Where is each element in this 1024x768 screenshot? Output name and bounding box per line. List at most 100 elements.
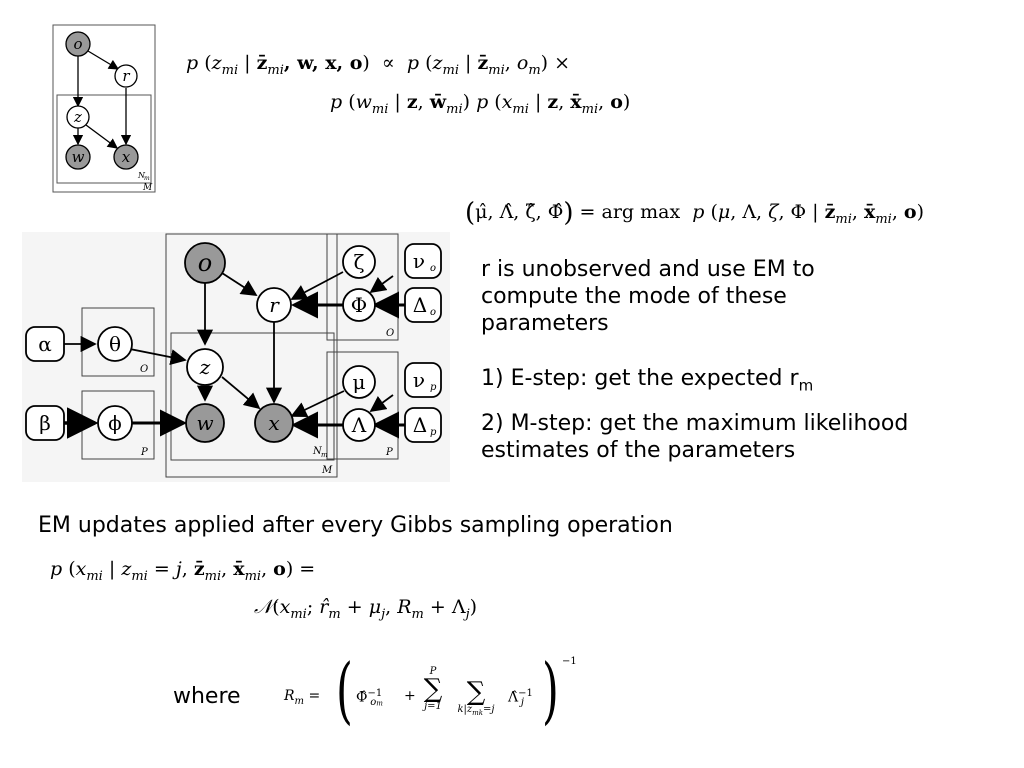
times-sign: × bbox=[554, 52, 571, 74]
node-mu-label: μ bbox=[353, 370, 366, 394]
node-alpha-label: α bbox=[38, 332, 52, 356]
node-nu-p-label: ν bbox=[413, 368, 425, 392]
node-w bbox=[65, 144, 91, 170]
m-step-line1: 2) M-step: get the maximum likelihood bbox=[481, 411, 909, 436]
node-Delta-o-sub: o bbox=[430, 307, 436, 318]
node-theta-label: θ bbox=[109, 332, 121, 356]
where-label: where bbox=[173, 684, 241, 709]
node-nu-o-label: ν bbox=[413, 249, 425, 273]
node-x-big bbox=[254, 403, 294, 443]
normal-symbol: 𝒩 bbox=[254, 596, 273, 618]
node-r-big-label: r bbox=[269, 293, 280, 317]
e-step-text: 1) E-step: get the expected r bbox=[481, 366, 799, 391]
node-z bbox=[66, 105, 90, 129]
outer-inverse: −1 bbox=[562, 656, 577, 667]
phi-term: Φ̂−1om bbox=[356, 688, 383, 709]
node-Delta-p-sub: p bbox=[430, 427, 437, 438]
node-Phi-label: Φ bbox=[351, 293, 367, 317]
e-step-line: 1) E-step: get the expected rm bbox=[481, 365, 813, 399]
outer-plate bbox=[52, 24, 156, 193]
plate-P-right-label: P bbox=[385, 447, 393, 458]
right-paren-big: ) bbox=[542, 648, 559, 732]
node-z-big bbox=[186, 348, 224, 386]
node-Delta-p-label: Δ bbox=[413, 413, 427, 437]
node-Delta-o bbox=[404, 287, 442, 323]
unobserved-paragraph: r is unobserved and use EM to compute th… bbox=[481, 256, 815, 337]
node-w-big-label: w bbox=[196, 411, 213, 435]
node-nu-p-sub: p bbox=[430, 382, 437, 393]
node-Lambda-label: Λ bbox=[351, 413, 367, 437]
node-nu-o bbox=[404, 243, 442, 279]
plate-P-left-label: P bbox=[140, 447, 148, 458]
node-nu-o-sub: o bbox=[430, 263, 436, 274]
Rm-eq: = bbox=[308, 688, 321, 704]
node-Lambda bbox=[342, 408, 376, 442]
node-x bbox=[113, 144, 139, 170]
node-alpha bbox=[25, 326, 65, 362]
para1-line1: r is unobserved and use EM to bbox=[481, 257, 815, 282]
sum-2: ∑ k|zmk=j bbox=[457, 677, 495, 717]
plate-m-label: M bbox=[142, 183, 153, 193]
plate-O-right bbox=[326, 233, 399, 341]
node-o-big-label: o bbox=[198, 249, 212, 277]
node-zeta-label: ζ bbox=[354, 250, 365, 274]
plate-P-right bbox=[326, 351, 399, 460]
node-z-big-label: z bbox=[199, 355, 211, 379]
plate-M-label: M bbox=[321, 465, 333, 476]
para1-line2: compute the mode of these bbox=[481, 284, 787, 309]
node-w-big bbox=[185, 403, 225, 443]
plate-N-sub: m bbox=[321, 451, 328, 459]
node-Phi bbox=[342, 288, 376, 322]
small-graphical-model: o r z w x N m M bbox=[52, 24, 156, 193]
plus-sign: + bbox=[404, 688, 416, 704]
plate-O-left-label: O bbox=[140, 364, 148, 375]
eq-argmax: (μ̂, Λ̂, ζ̂, Φ̂) = arg max p (μ, Λ, ζ, Φ… bbox=[465, 198, 925, 228]
m-step-paragraph: 2) M-step: get the maximum likelihood es… bbox=[481, 410, 908, 464]
node-o-label: o bbox=[73, 35, 82, 53]
lambda-term: Λ̂−1j bbox=[508, 688, 533, 709]
proportional-sign: ∝ bbox=[381, 52, 395, 74]
inner-plate bbox=[56, 94, 152, 184]
eq1-rhs: p (zmi | z̄mi, om) bbox=[406, 52, 549, 78]
node-Delta-p bbox=[404, 407, 442, 443]
node-beta-label: β bbox=[39, 411, 51, 435]
node-nu-p bbox=[404, 362, 442, 398]
e-step-sub: m bbox=[798, 376, 814, 395]
plate-n-label: N bbox=[137, 171, 146, 180]
node-x-label: x bbox=[122, 148, 131, 166]
eq-likelihood-line1: p (xmi | zmi = j, z̄mi, x̄mi, o) = bbox=[50, 558, 316, 584]
plate-n-sub: m bbox=[144, 175, 150, 182]
sum-1: P ∑ j=1 bbox=[423, 666, 443, 712]
para1-line3: parameters bbox=[481, 311, 609, 336]
plate-O-right-label: O bbox=[386, 328, 394, 339]
node-x-big-label: x bbox=[268, 411, 279, 435]
left-paren-big: ( bbox=[336, 648, 353, 732]
argmax-op: arg max bbox=[601, 201, 681, 223]
eq2-lhs: μ̂, Λ̂, ζ̂, Φ̂ bbox=[475, 201, 564, 223]
eq-posterior-line1: p (zmi | z̄mi, w, x, o) ∝ p (zmi | z̄mi,… bbox=[186, 52, 571, 78]
node-z-label: z bbox=[73, 108, 82, 126]
node-mu bbox=[342, 365, 376, 399]
node-r-label: r bbox=[122, 67, 130, 85]
Rm-lhs-sub: m bbox=[294, 695, 305, 707]
node-zeta bbox=[342, 245, 376, 279]
node-theta bbox=[97, 326, 133, 362]
node-Delta-o-label: Δ bbox=[413, 293, 427, 317]
Rm-lhs: R bbox=[284, 688, 295, 704]
m-step-line2: estimates of the parameters bbox=[481, 438, 796, 463]
eq1-args: , w, x, o bbox=[283, 52, 363, 74]
plate-N-label: N bbox=[312, 446, 323, 457]
node-o-big bbox=[184, 242, 226, 284]
node-r-big bbox=[256, 287, 292, 323]
node-phi bbox=[97, 405, 133, 441]
big-graphical-model: o r z w x ζ Φ μ Λ θ ϕ α β ν o Δ o ν p Δ … bbox=[22, 232, 450, 482]
em-updates-text: EM updates applied after every Gibbs sam… bbox=[38, 513, 673, 538]
zbar: z̄ bbox=[256, 52, 268, 74]
node-o bbox=[65, 31, 91, 57]
eq-posterior-line2: p (wmi | z, w̄mi) p (xmi | z, x̄mi, o) bbox=[330, 91, 631, 117]
node-phi-label: ϕ bbox=[108, 411, 122, 435]
node-beta bbox=[25, 405, 65, 441]
node-r bbox=[114, 64, 138, 88]
eq-likelihood-line2: 𝒩(xmi; r̂m + μj, Rm + Λj) bbox=[254, 596, 478, 622]
node-w-label: w bbox=[72, 148, 85, 166]
